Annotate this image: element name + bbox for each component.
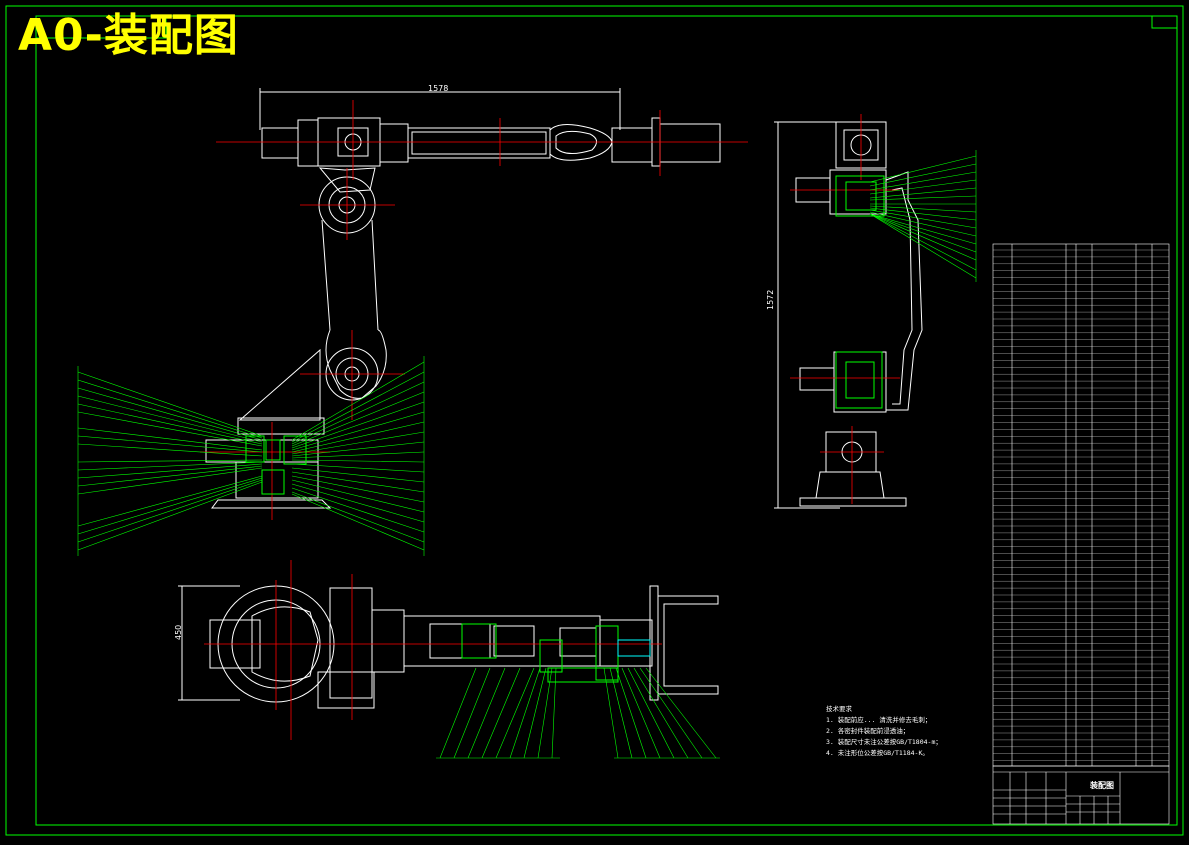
dimension-width: 450 — [174, 624, 183, 640]
technical-requirements-heading: 技术要求 — [826, 705, 852, 713]
front-view-centerlines — [200, 100, 748, 520]
technical-requirement-line: 4. 未注形位公差按GB/T1184-K。 — [826, 749, 929, 757]
plan-view-centerlines — [204, 560, 662, 740]
parts-list — [992, 243, 1170, 767]
corner-box — [35, 15, 167, 39]
side-view-leaders — [869, 150, 977, 282]
title-block — [992, 765, 1170, 825]
front-view-leaders-right — [291, 356, 425, 556]
title-block-name: 装配图 — [1090, 781, 1114, 790]
parts-list-rows — [993, 249, 1169, 761]
corner-box-right — [1151, 15, 1178, 29]
inner-frame — [35, 15, 1178, 826]
plan-view-highlight — [617, 639, 651, 657]
outer-frame — [5, 5, 1184, 836]
technical-requirements: 技术要求 1. 装配前应... 清洗并修去毛刺； 2. 各密封件装配前浸透油； … — [826, 704, 942, 759]
front-view — [205, 88, 721, 509]
dimension-height: 1572 — [766, 289, 775, 310]
plan-view — [178, 585, 719, 709]
plan-view-leaders — [436, 667, 720, 759]
front-view-leaders-left — [77, 366, 263, 556]
side-view-section — [835, 175, 885, 409]
drawing-title: A0-装配图 — [18, 10, 239, 61]
dimension-length: 1578 — [428, 84, 449, 93]
technical-requirement-line: 2. 各密封件装配前浸透油； — [826, 727, 910, 735]
technical-requirement-line: 1. 装配前应... 清洗并修去毛刺； — [826, 716, 932, 724]
plan-view-section — [461, 623, 619, 683]
technical-requirement-line: 3. 装配尺寸未注公差按GB/T1804-m； — [826, 738, 942, 746]
